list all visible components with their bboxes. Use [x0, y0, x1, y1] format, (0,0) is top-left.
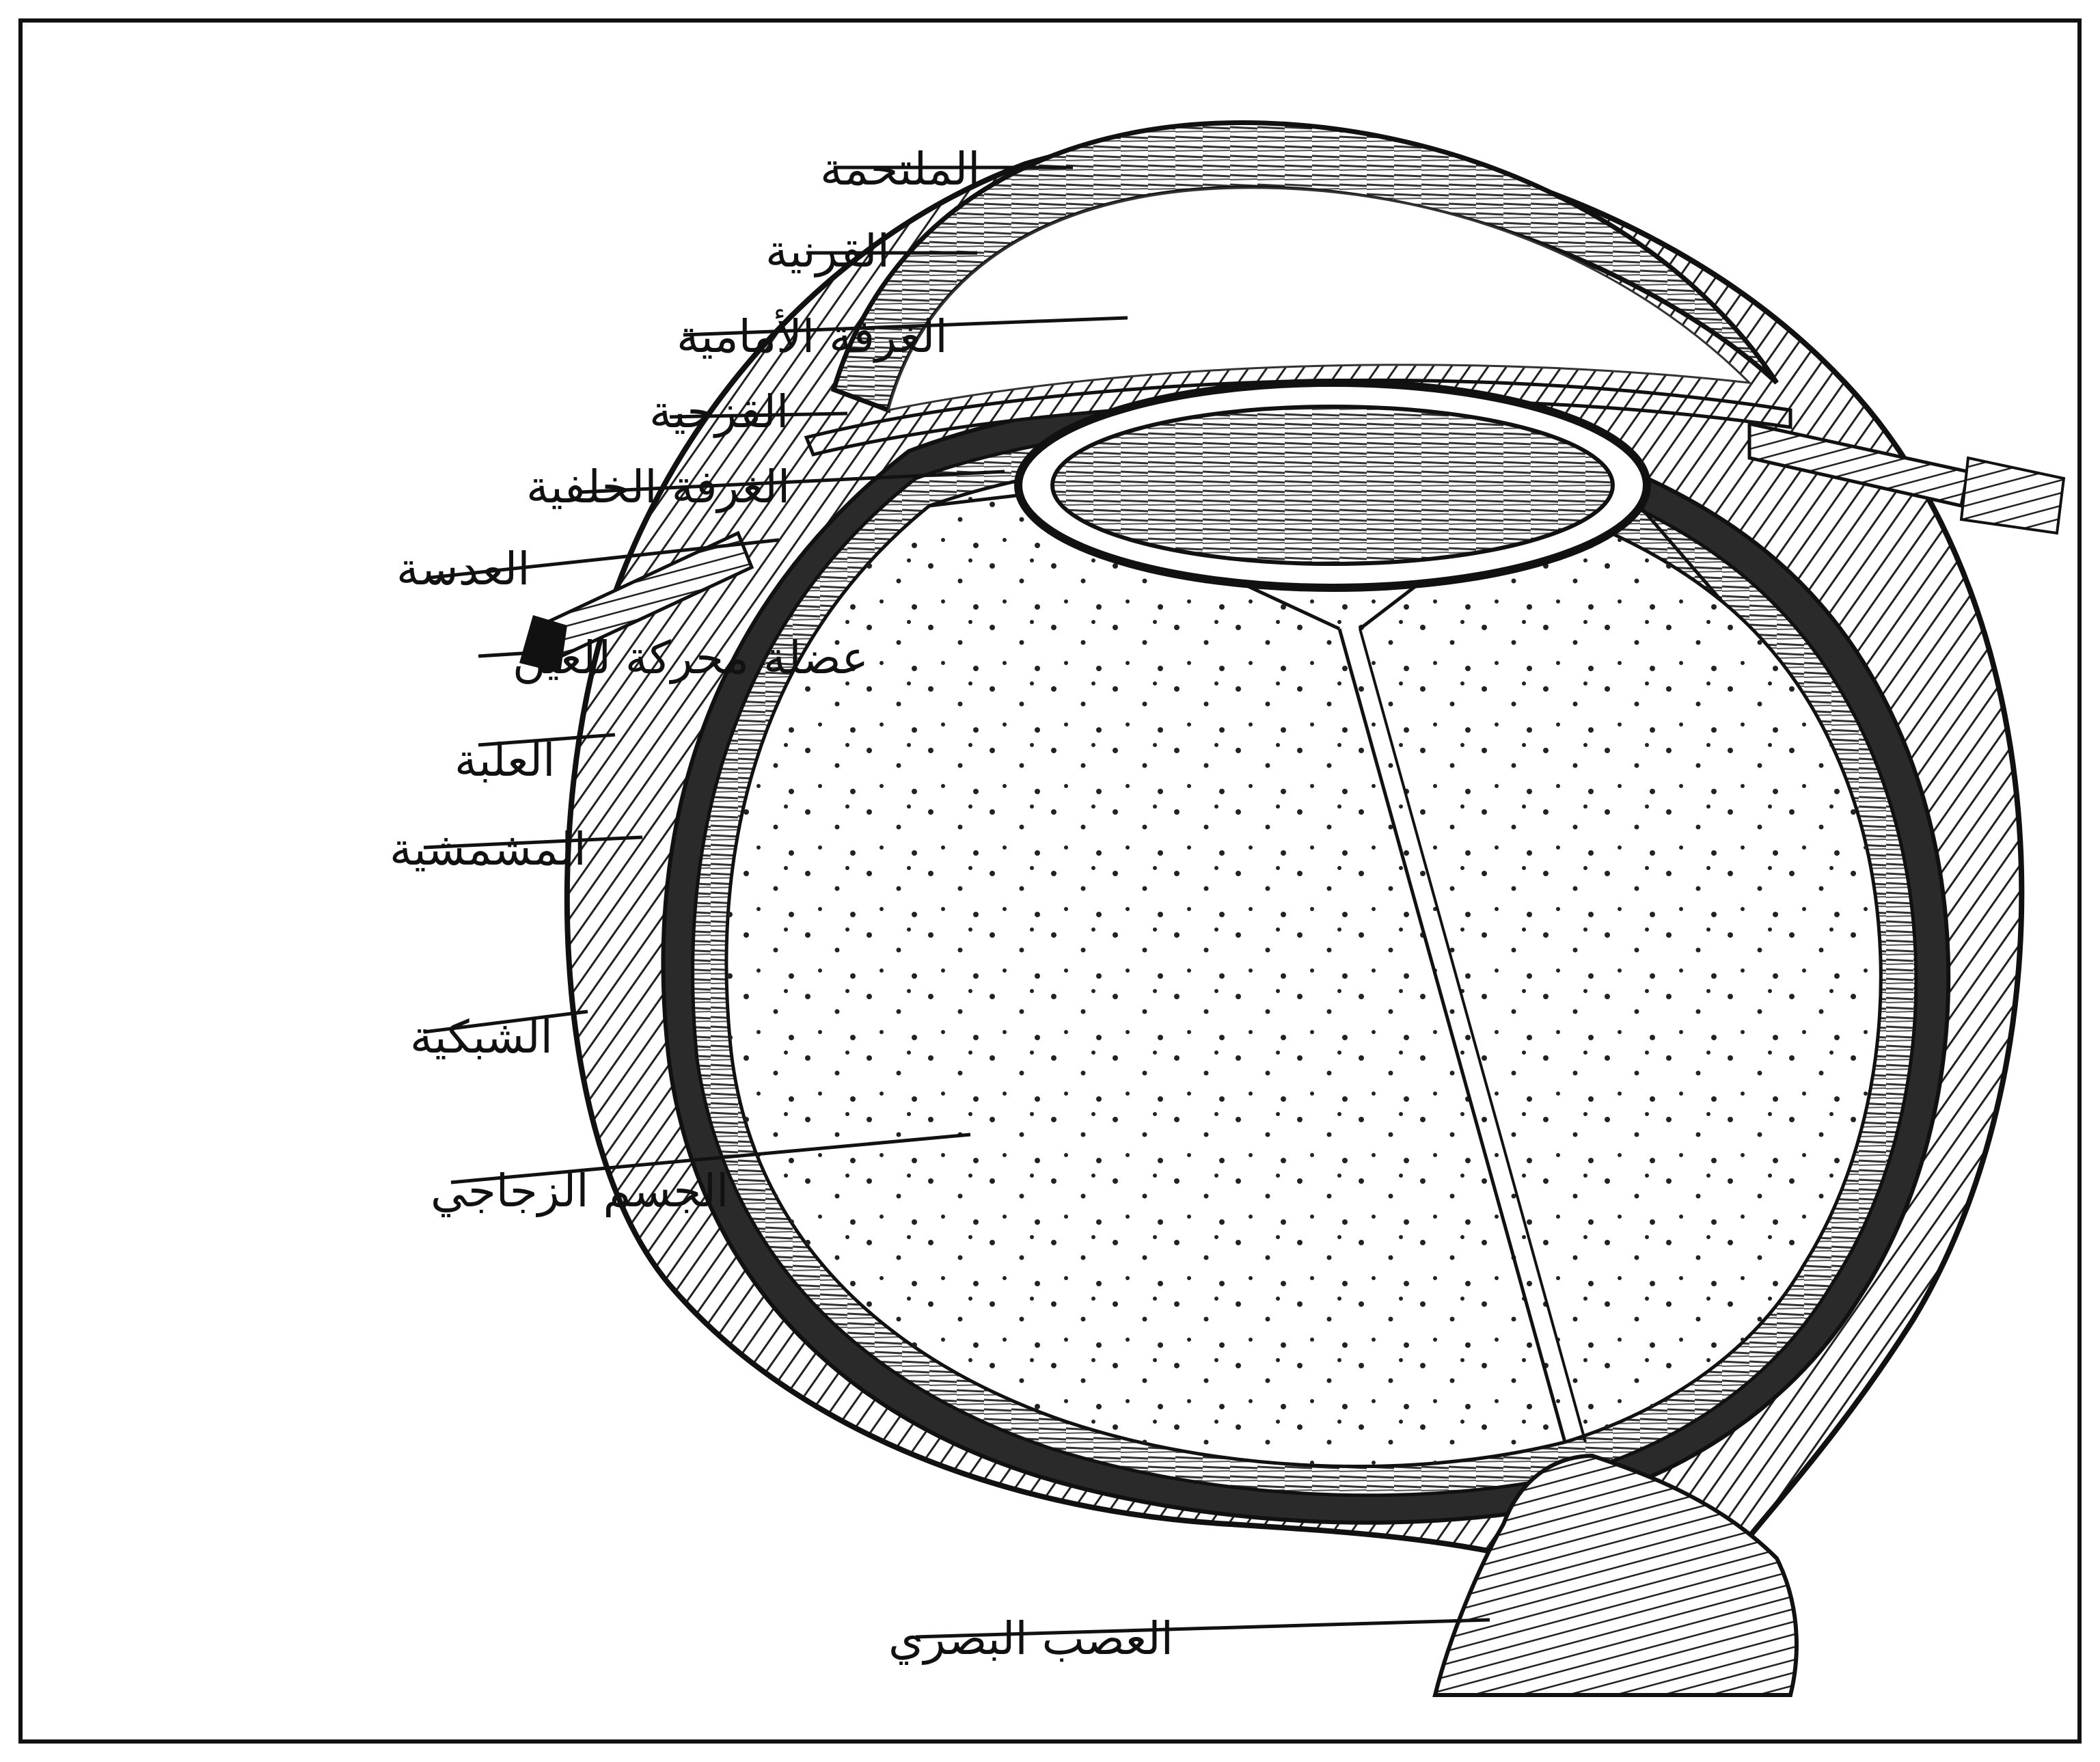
eye-muscle-right-tip	[1961, 458, 2064, 533]
label-choroid: المشمشية	[390, 823, 586, 876]
label-cornea: القرنية	[765, 225, 890, 277]
label-posterior-chamber: الغرفة الخلفية	[526, 461, 790, 513]
label-sclera: العلبة	[454, 734, 555, 787]
label-retina: الشبكية	[410, 1011, 553, 1063]
label-lens: العدسة	[396, 543, 530, 595]
lens	[1018, 383, 1647, 588]
label-anterior-chamber: الغرفة الأمامية	[677, 308, 948, 363]
label-optic-nerve: العصب البصري	[888, 1612, 1173, 1665]
label-vitreous-body: الجسم الزجاجي	[431, 1165, 728, 1217]
label-iris: القزحية	[649, 385, 789, 438]
lens-core	[1052, 407, 1613, 564]
vitreous-dots	[726, 459, 1881, 1467]
label-eye-muscle: عضلة محركة للعين	[513, 632, 869, 684]
label-conjunctiva: الملتحمة	[820, 143, 981, 195]
